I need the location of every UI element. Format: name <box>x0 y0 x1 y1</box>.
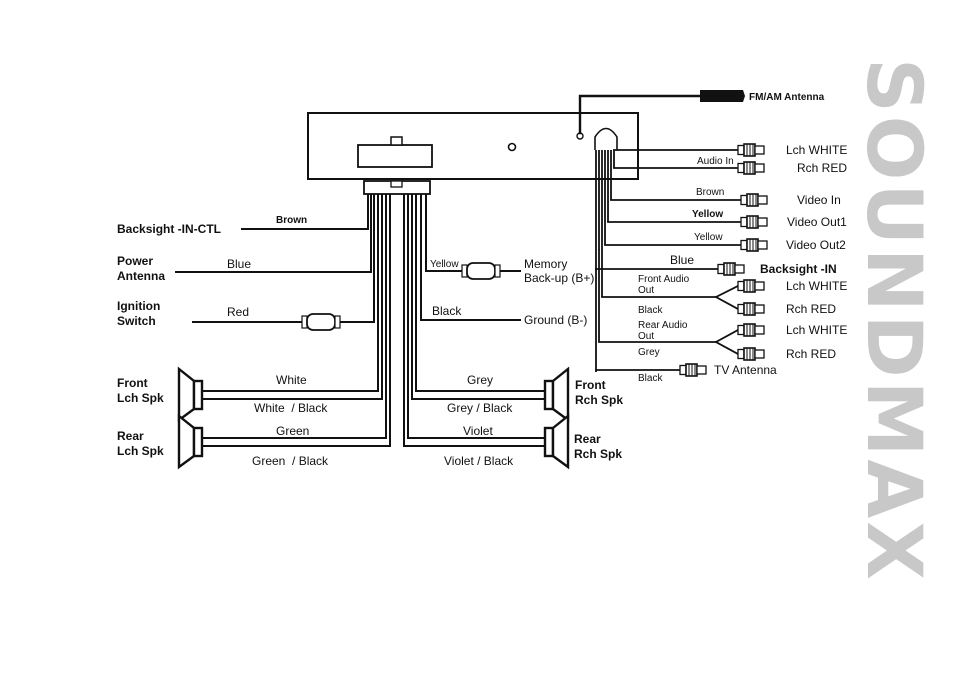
rear-audio-out-label-2: Out <box>638 331 654 342</box>
memory-fuse <box>461 262 501 280</box>
fm-am-antenna-label: FM/AM Antenna <box>749 92 825 103</box>
rear-audio-out-lch-connector <box>737 323 765 337</box>
front-audio-out-label-1: Front Audio <box>638 274 690 285</box>
audio-in-wires <box>613 149 739 169</box>
rear-lch-label-2: Lch Spk <box>117 444 164 458</box>
av-harness-bundle <box>595 150 615 372</box>
backsight-in-wire-label: Blue <box>670 253 694 267</box>
video-in-label: Video In <box>797 193 841 207</box>
front-audio-out-lch-label: Lch WHITE <box>786 279 847 293</box>
power-antenna-wire-label: Blue <box>227 257 251 271</box>
front-audio-out-lch-connector <box>737 279 765 293</box>
video-in-connector <box>740 193 768 207</box>
front-lch-pos-label: White <box>276 373 307 387</box>
video-out1-wire-label: Yellow <box>692 209 723 220</box>
audio-in-label: Audio In <box>697 156 734 167</box>
rear-rch-label-1: Rear <box>574 432 601 446</box>
front-lch-speaker <box>177 366 204 423</box>
video-in-wire-label: Brown <box>696 187 724 198</box>
rear-lch-neg-label: Green / Black <box>252 454 329 468</box>
rear-rch-pos-label: Violet <box>463 424 493 438</box>
tv-antenna-label: TV Antenna <box>714 363 777 377</box>
rear-audio-out-rch-label: Rch RED <box>786 347 836 361</box>
front-audio-out-rch-label: Rch RED <box>786 302 836 316</box>
video-out2-connector <box>740 238 768 252</box>
rear-rch-label-2: Rch Spk <box>574 447 622 461</box>
rear-audio-out-label-1: Rear Audio <box>638 320 688 331</box>
front-lch-neg-label: White / Black <box>254 401 328 415</box>
rear-audio-out-rch-connector <box>737 347 765 361</box>
backsight-ctl-wire-label: Brown <box>276 215 307 226</box>
audio-in-rch-label: Rch RED <box>797 161 847 175</box>
audio-in-lch-connector <box>737 143 765 157</box>
ignition-fuse <box>301 313 341 331</box>
rear-audio-out-lch-label: Lch WHITE <box>786 323 847 337</box>
main-harness-connector <box>363 180 431 195</box>
front-rch-neg-label: Grey / Black <box>447 401 513 415</box>
ignition-wire-label: Red <box>227 305 249 319</box>
power-antenna-label-1: Power <box>117 254 153 268</box>
front-rch-pos-label: Grey <box>467 373 493 387</box>
front-lch-label-2: Lch Spk <box>117 391 164 405</box>
video-out2-label: Video Out2 <box>786 238 846 252</box>
video-out1-label: Video Out1 <box>787 215 847 229</box>
tv-antenna-connector <box>679 363 707 377</box>
audio-in-lch-label: Lch WHITE <box>786 143 847 157</box>
memory-wire-label: Yellow <box>430 259 459 270</box>
front-audio-out-wire-label: Black <box>638 305 663 316</box>
rear-rch-neg-label: Violet / Black <box>444 454 514 468</box>
harness-bundle <box>367 194 427 446</box>
backsight-ctl-label: Backsight -IN-CTL <box>117 222 221 236</box>
rear-lch-label-1: Rear <box>117 429 144 443</box>
rear-lch-pos-label: Green <box>276 424 309 438</box>
front-lch-label-1: Front <box>117 376 148 390</box>
audio-in-rch-connector <box>737 161 765 175</box>
fm-am-antenna-wire <box>578 90 745 135</box>
tv-antenna-wire-label: Black <box>638 373 663 384</box>
front-rch-speaker <box>543 366 570 423</box>
rear-audio-out-wire-label: Grey <box>638 347 660 358</box>
ground-wire-label: Black <box>432 304 462 318</box>
front-audio-out-rch-connector <box>737 302 765 316</box>
front-rch-label-2: Rch Spk <box>575 393 623 407</box>
front-audio-out-label-2: Out <box>638 285 654 296</box>
brand-logo: SOUNDMAX <box>850 58 939 583</box>
ignition-label-2: Switch <box>117 314 156 328</box>
head-unit <box>307 112 639 180</box>
front-rch-label-1: Front <box>575 378 606 392</box>
memory-label-1: Memory <box>524 257 567 271</box>
front-audio-out-wires <box>601 284 740 311</box>
rear-audio-out-wires <box>598 249 740 356</box>
rear-lch-speaker <box>177 413 204 470</box>
ground-label: Ground (B-) <box>524 313 587 327</box>
video-out1-connector <box>740 215 768 229</box>
backsight-in-label: Backsight -IN <box>760 262 837 276</box>
backsight-in-connector <box>717 262 745 276</box>
memory-label-2: Back-up (B+) <box>524 271 594 285</box>
rear-rch-speaker <box>543 413 570 470</box>
video-out2-wire-label: Yellow <box>694 232 723 243</box>
power-antenna-label-2: Antenna <box>117 269 165 283</box>
ignition-label-1: Ignition <box>117 299 160 313</box>
